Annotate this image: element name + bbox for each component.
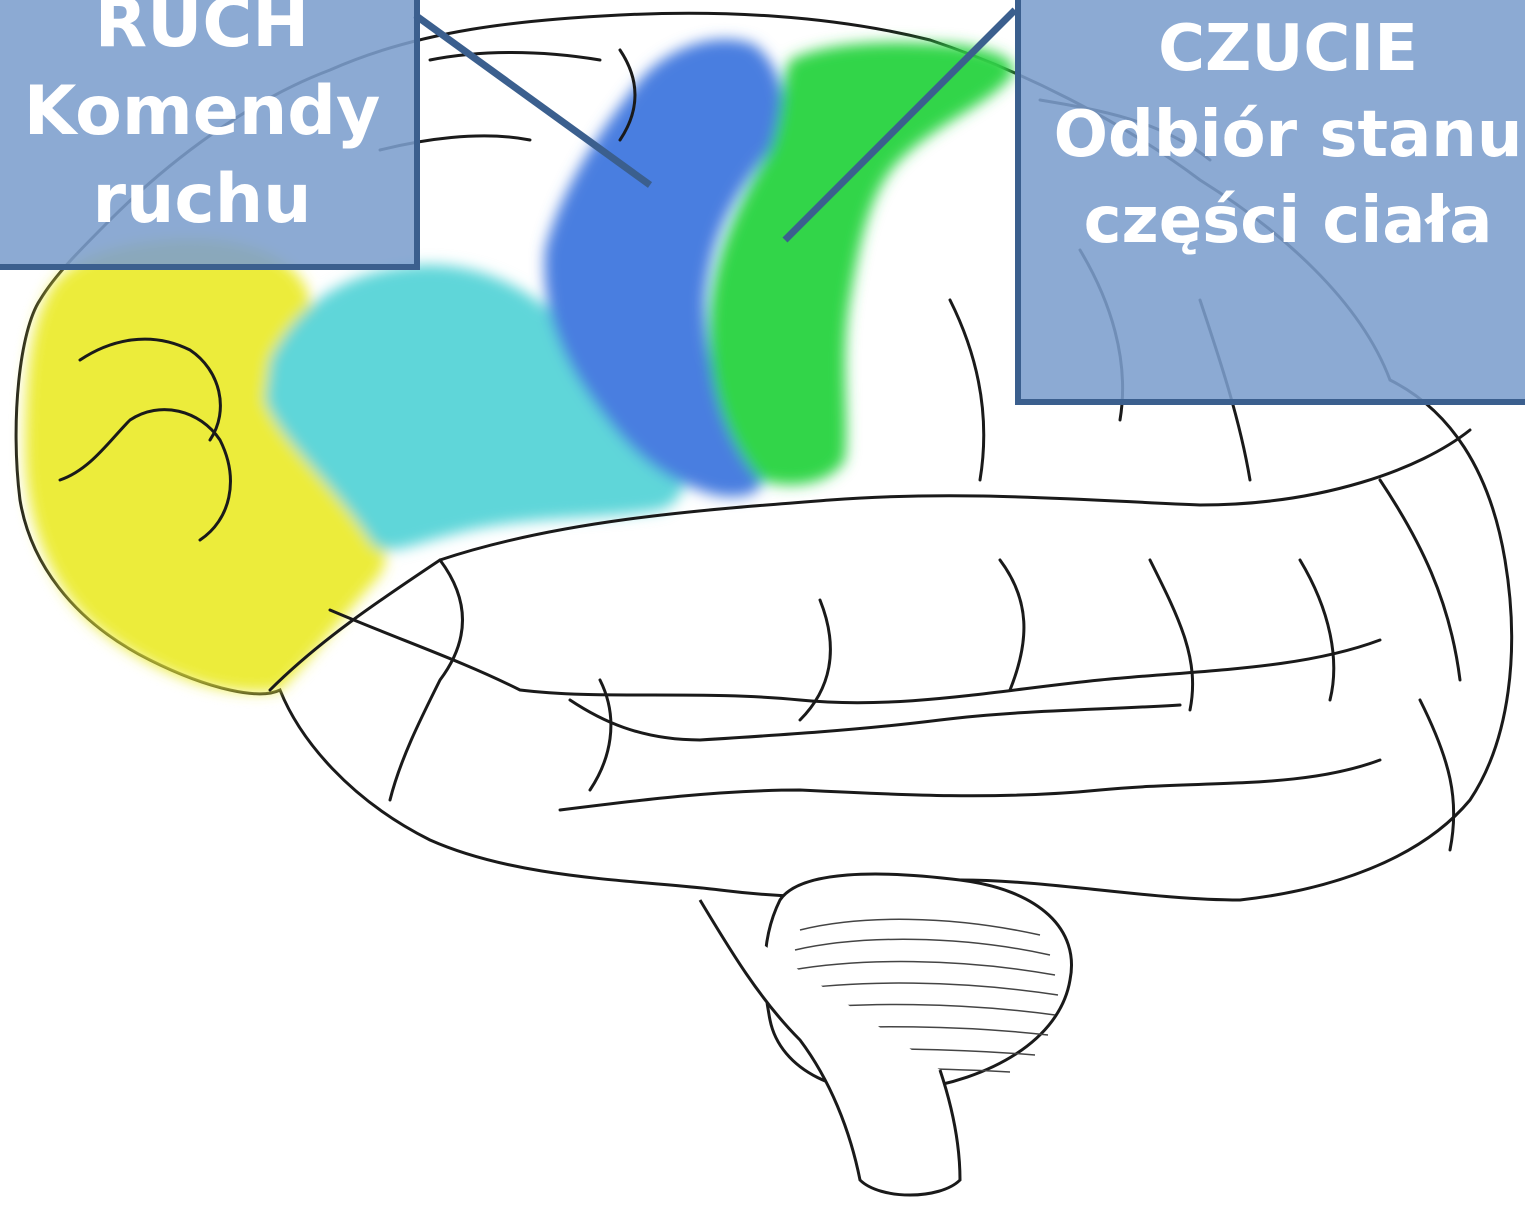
motor-label-box: RUCH Komendy ruchu bbox=[0, 0, 420, 270]
sensory-label-title: CZUCIE bbox=[1031, 6, 1525, 92]
cerebellum bbox=[700, 874, 1072, 1195]
motor-label-line3: ruchu bbox=[0, 156, 414, 244]
sensory-label-line3: części ciała bbox=[1031, 178, 1525, 264]
motor-label-title: RUCH bbox=[0, 0, 414, 68]
sensory-label-box: CZUCIE Odbiór stanu części ciała bbox=[1015, 0, 1525, 405]
sensory-label-line2: Odbiór stanu bbox=[1031, 92, 1525, 178]
motor-label-line2: Komendy bbox=[0, 68, 414, 156]
